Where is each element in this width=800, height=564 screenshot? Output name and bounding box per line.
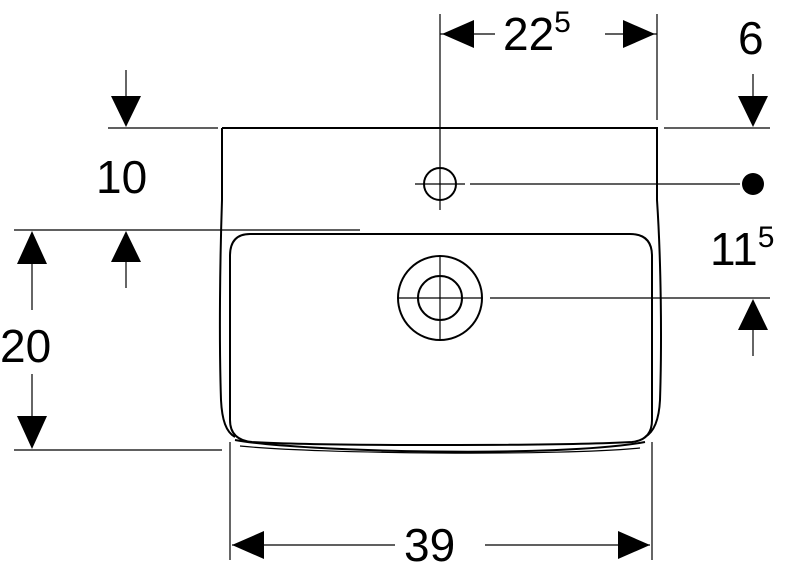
dim-right-middle-sup: 5 bbox=[758, 221, 775, 254]
dim-top-width: 225 bbox=[440, 6, 657, 60]
dim-top-width-arrow-right bbox=[623, 20, 655, 48]
dim-top-right-label: 6 bbox=[738, 12, 764, 64]
dim-left-lower-label: 20 bbox=[0, 320, 51, 372]
dim-left-lower-arrow-up bbox=[17, 231, 47, 264]
dim-right-middle: 115 bbox=[710, 221, 774, 356]
basin-bowl bbox=[229, 233, 653, 446]
dim-left-upper-arrow-up bbox=[111, 231, 141, 262]
dim-top-right: 6 bbox=[738, 12, 768, 195]
basin-outline bbox=[218, 127, 662, 454]
dim-bottom-width-arrow-left bbox=[232, 531, 264, 559]
tap-center-dot bbox=[742, 173, 764, 195]
dim-top-width-main: 22 bbox=[503, 8, 554, 60]
tap-hole bbox=[415, 14, 465, 210]
dim-left-upper-label: 10 bbox=[96, 151, 147, 203]
dim-top-width-label-bg bbox=[495, 8, 605, 58]
dim-left-lower-arrow-down bbox=[17, 416, 47, 449]
dim-top-width-label: 225 bbox=[503, 6, 571, 60]
dim-left-upper: 10 bbox=[96, 70, 147, 288]
dim-bottom-width: 39 bbox=[232, 515, 650, 564]
basin-outer-contour bbox=[218, 127, 662, 438]
dim-left-lower: 20 bbox=[0, 231, 51, 449]
dim-right-middle-main: 11 bbox=[710, 223, 758, 275]
drain bbox=[397, 255, 483, 341]
dim-right-middle-arrow-up bbox=[738, 299, 768, 330]
dim-left-upper-arrow-down bbox=[111, 96, 141, 127]
dim-right-middle-label: 115 bbox=[710, 221, 774, 275]
dim-top-right-arrow bbox=[738, 96, 768, 127]
dim-bottom-width-label-bg bbox=[395, 515, 485, 563]
dim-top-width-arrow-left bbox=[442, 20, 474, 48]
dim-bottom-width-label: 39 bbox=[404, 519, 455, 564]
dim-bottom-width-arrow-right bbox=[618, 531, 650, 559]
basin-foot bbox=[234, 439, 646, 453]
extension-lines bbox=[14, 14, 770, 560]
dim-top-width-sup: 5 bbox=[554, 6, 571, 39]
basin-foot-inner bbox=[239, 445, 641, 454]
